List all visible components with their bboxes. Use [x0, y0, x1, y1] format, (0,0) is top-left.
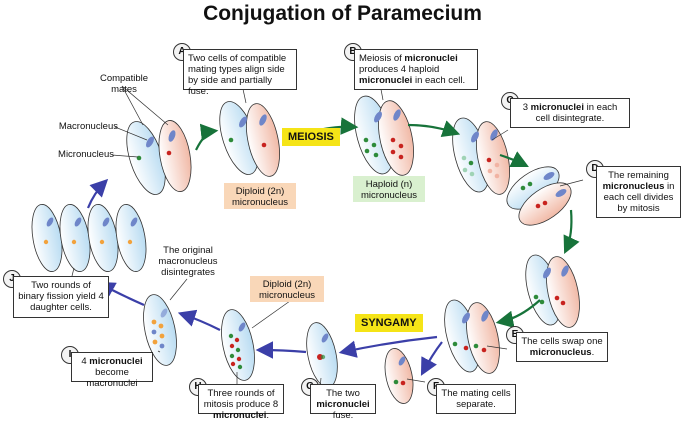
step-d-box: The remaining micronucleus in each cell …	[596, 166, 681, 218]
step-g-box: The two micronuclei fuse.	[310, 384, 376, 421]
compatible-mates-label: Compatible mates	[99, 73, 149, 95]
cell-f	[384, 348, 414, 404]
cell-pair-start	[126, 120, 192, 195]
original-macronucleus-label: The original macronucleus disintegrates	[158, 245, 218, 278]
page-title: Conjugation of Paramecium	[203, 2, 482, 25]
step-i-box: 4 micronuclei become macronuclei	[71, 352, 153, 389]
cell-i	[143, 294, 177, 366]
diploid-tag-top: Diploid (2n) micronucleus	[224, 183, 296, 209]
cell-pair-d2	[525, 254, 580, 328]
cell-g	[306, 322, 338, 388]
step-b-box: Meiosis of micronuclei produces 4 haploi…	[354, 49, 478, 90]
diploid-tag-mid: Diploid (2n) micronucleus	[250, 276, 324, 302]
cell-pair-c	[452, 117, 510, 195]
step-f-box: The mating cells separate.	[436, 384, 516, 414]
cell-pair-b	[354, 95, 414, 176]
meiosis-tag: MEIOSIS	[282, 128, 340, 146]
macronucleus-label: Macronucleus	[58, 121, 118, 132]
step-a-box: Two cells of compatible mating types ali…	[183, 49, 297, 97]
syngamy-tag: SYNGAMY	[355, 314, 423, 332]
step-c-box: 3 micronuclei in each cell disintegrate.	[510, 98, 630, 128]
micronucleus-label: Micronucleus	[58, 149, 114, 160]
step-h-box: Three rounds of mitosis produce 8 micron…	[198, 384, 284, 421]
haploid-tag: Haploid (n) micronucleus	[353, 176, 425, 202]
cell-pair-d	[506, 166, 572, 226]
step-a-text: Two cells of compatible mating types ali…	[188, 53, 287, 97]
cell-pair-a	[219, 101, 280, 177]
cell-h	[221, 309, 255, 381]
step-j-box: Two rounds of binary fission yield 4 dau…	[13, 276, 109, 318]
cell-pair-e	[444, 299, 500, 374]
step-e-box: The cells swap one micronucleus.	[516, 332, 608, 362]
daughter-cells-j	[31, 204, 147, 272]
